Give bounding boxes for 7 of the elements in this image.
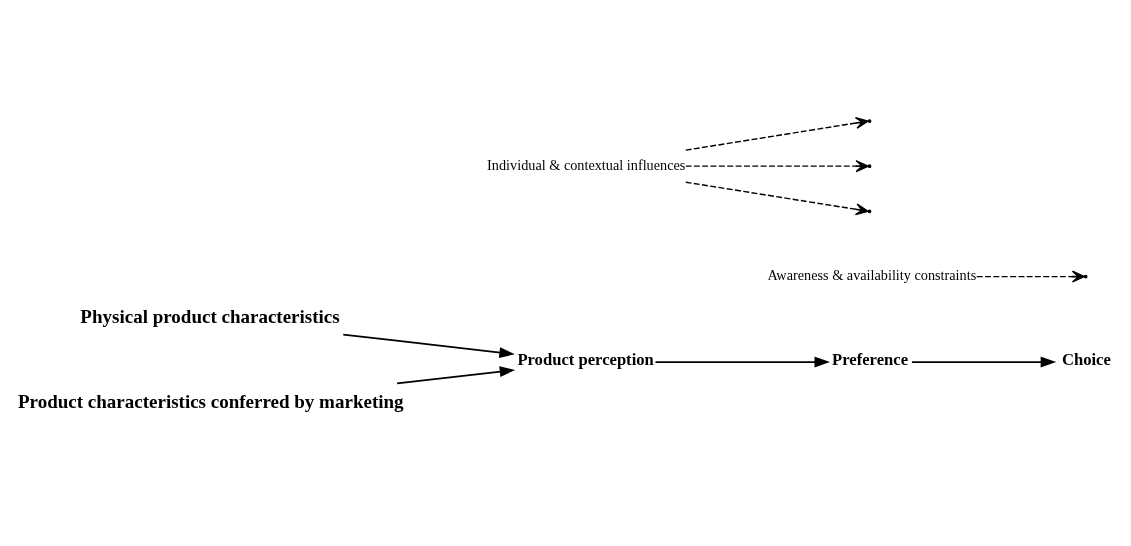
node-text: Preference bbox=[832, 350, 909, 370]
node-text: Awareness & availability constraints bbox=[767, 267, 977, 284]
node-text: Physical product characteristics bbox=[80, 305, 340, 327]
node-text: Individual & contextual influences bbox=[487, 156, 686, 173]
node-text: Product perception bbox=[517, 350, 654, 370]
node-text: Choice bbox=[1061, 350, 1111, 370]
node-text: Product characteristics conferred by marketing bbox=[18, 391, 404, 413]
